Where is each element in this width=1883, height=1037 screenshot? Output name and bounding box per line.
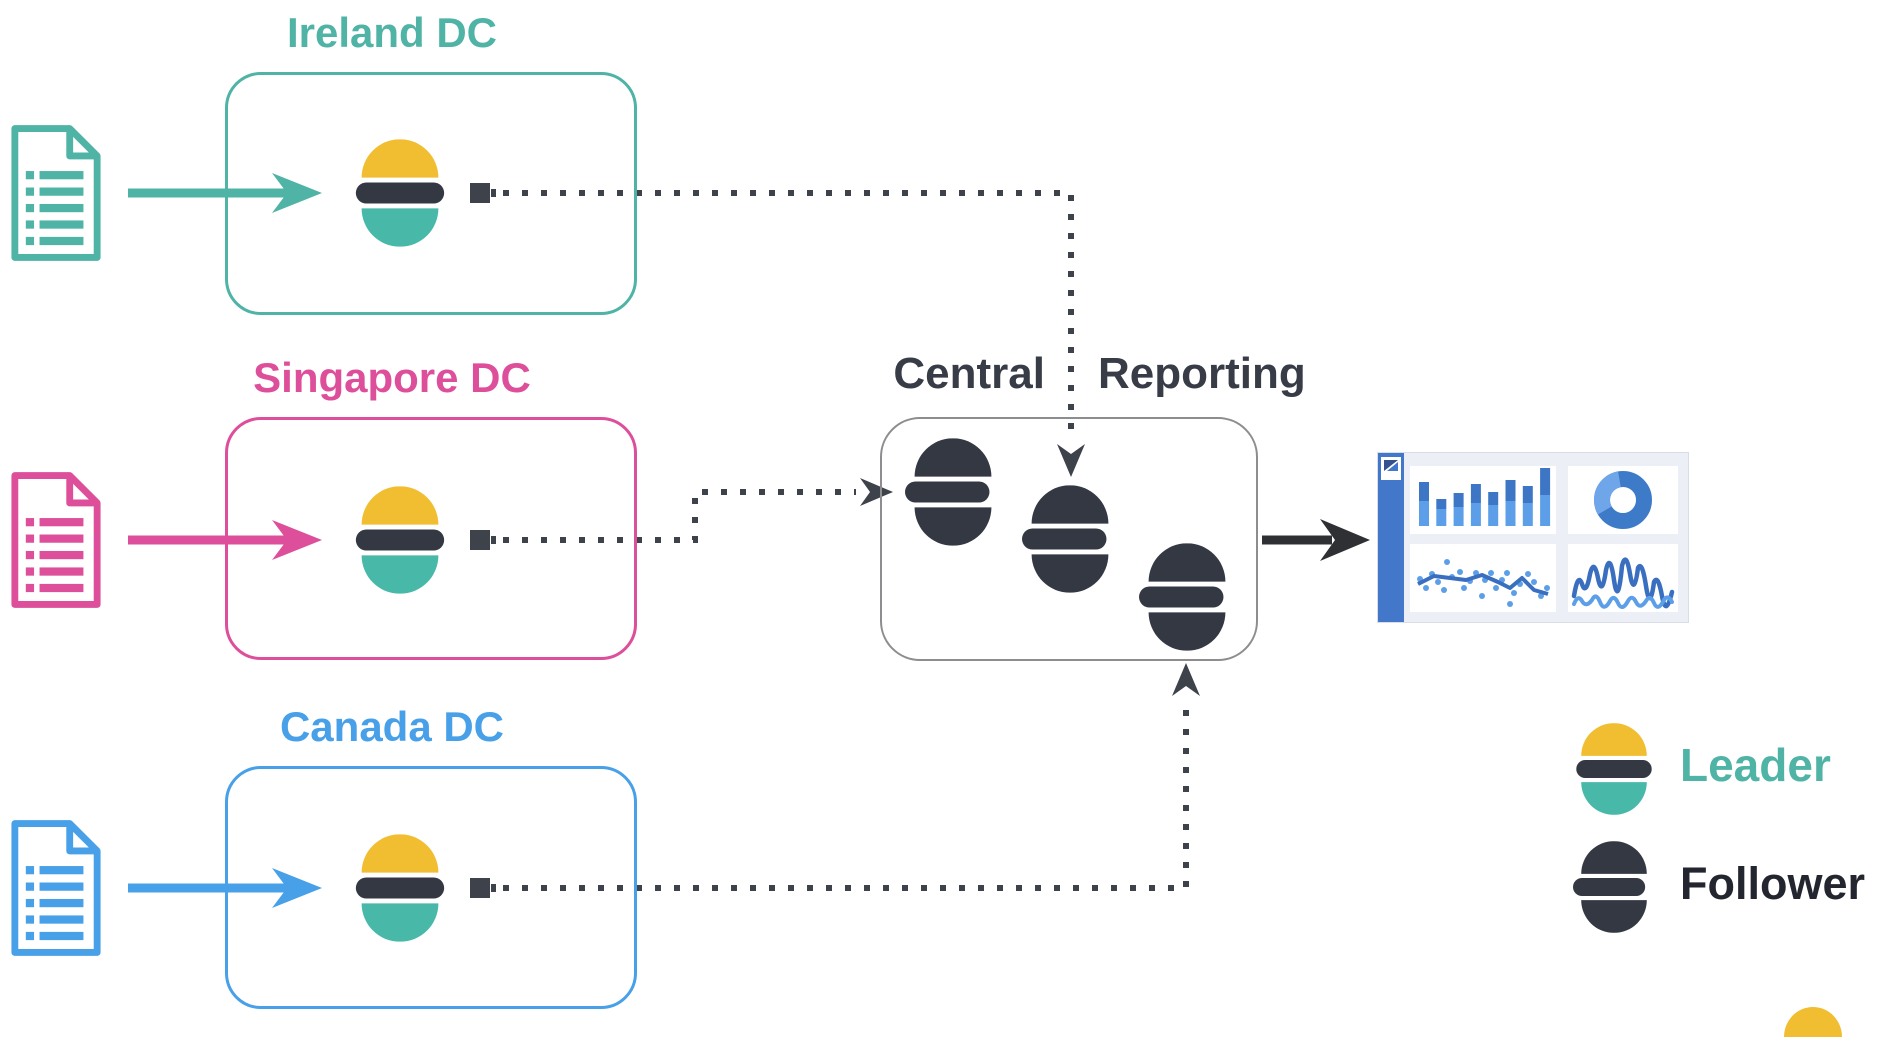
legend-follower-logo bbox=[1573, 841, 1655, 933]
bar-segment bbox=[1436, 509, 1447, 526]
legend-follower-label: Follower bbox=[1680, 858, 1866, 909]
singapore-replication-link bbox=[470, 478, 893, 550]
dotted-line bbox=[503, 489, 856, 543]
reporting-output-arrow bbox=[1262, 519, 1370, 561]
bar-segment bbox=[1540, 495, 1551, 526]
central-title-right: Reporting bbox=[1098, 349, 1306, 398]
bar-segment bbox=[1470, 484, 1481, 503]
bar-segment bbox=[1453, 507, 1464, 526]
elasticsearch-leader-logo bbox=[352, 834, 448, 942]
legend-leader-label: Leader bbox=[1680, 739, 1831, 791]
wave-chart-tile bbox=[1568, 544, 1678, 612]
dc-box-ireland bbox=[225, 72, 637, 315]
kibana-logo-icon bbox=[1381, 457, 1401, 480]
plug-pin-icon bbox=[491, 189, 496, 197]
elasticsearch-leader-logo bbox=[352, 486, 448, 594]
ireland-ingest-arrow bbox=[128, 173, 322, 213]
elasticsearch-follower-logo bbox=[1139, 543, 1235, 651]
plug-icon bbox=[470, 183, 490, 203]
singapore-ingest-arrow bbox=[128, 520, 322, 560]
plug-pin-icon bbox=[491, 884, 496, 892]
bar-segment bbox=[1488, 492, 1499, 505]
bar-segment bbox=[1488, 505, 1499, 526]
arrowhead-up-icon bbox=[1172, 663, 1200, 696]
dc-title-ireland: Ireland DC bbox=[286, 9, 498, 56]
donut-segment bbox=[1594, 471, 1622, 515]
bar-segment bbox=[1419, 482, 1429, 501]
wave-line-light bbox=[1572, 594, 1674, 609]
dc-box-canada bbox=[225, 766, 637, 1009]
wave-line-dark bbox=[1571, 557, 1675, 609]
connectors-layer bbox=[128, 173, 1370, 908]
kibana-sidebar-bar bbox=[1378, 453, 1404, 622]
scatter-plot-tile bbox=[1410, 544, 1556, 612]
document-icon bbox=[8, 818, 104, 958]
bar-segment bbox=[1436, 499, 1447, 509]
elasticsearch-follower-logo bbox=[905, 438, 1001, 546]
donut-chart-tile bbox=[1568, 466, 1678, 534]
arrowhead-right-icon bbox=[860, 478, 893, 506]
bar-segment bbox=[1522, 503, 1533, 526]
trend-line bbox=[1417, 573, 1549, 596]
kibana-dashboard-icon bbox=[1377, 452, 1689, 623]
bar-segment bbox=[1505, 480, 1516, 501]
bar-segment bbox=[1419, 501, 1429, 526]
document-icon bbox=[8, 470, 104, 610]
bar-segment bbox=[1540, 468, 1551, 495]
elasticsearch-follower-logo bbox=[1022, 485, 1118, 593]
dc-title-canada: Canada DC bbox=[279, 703, 505, 750]
bar-chart-tile bbox=[1410, 466, 1556, 534]
arrowhead-down-icon bbox=[1057, 444, 1085, 477]
plug-icon bbox=[470, 878, 490, 898]
dc-title-singapore: Singapore DC bbox=[253, 354, 531, 401]
plug-icon bbox=[470, 530, 490, 550]
bar-segment bbox=[1522, 486, 1533, 503]
bar-segment bbox=[1453, 493, 1464, 507]
elasticsearch-leader-logo bbox=[352, 139, 448, 247]
central-title-left: Central bbox=[893, 349, 1045, 398]
dc-box-singapore bbox=[225, 417, 637, 660]
ireland-replication-link bbox=[470, 183, 1085, 477]
scatter-dots bbox=[1417, 559, 1550, 607]
legend-leader-logo bbox=[1573, 723, 1655, 815]
document-icon bbox=[8, 123, 104, 263]
central-cluster-box bbox=[880, 417, 1258, 661]
replication-diagram: Ireland DC Singapore DC Canada DC Centra… bbox=[8, 9, 1866, 1037]
bar-segment bbox=[1470, 503, 1481, 526]
plug-pin-icon bbox=[491, 536, 496, 544]
canada-ingest-arrow bbox=[128, 868, 322, 908]
canada-replication-link bbox=[470, 663, 1200, 898]
bar-segment bbox=[1505, 501, 1516, 526]
